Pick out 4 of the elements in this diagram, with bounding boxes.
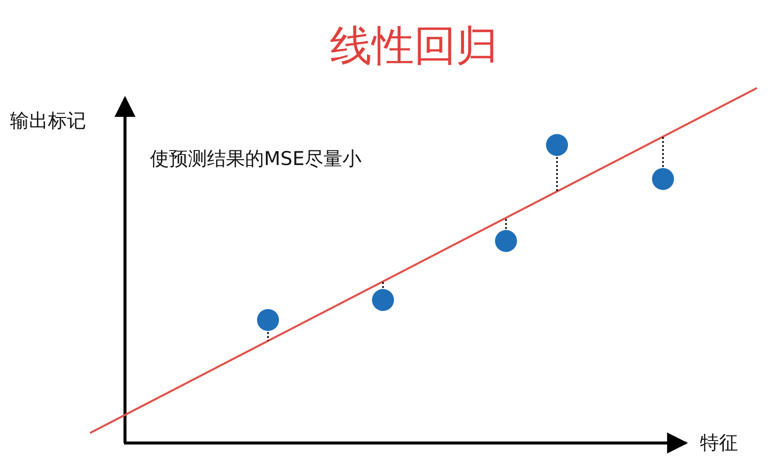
annotation-text: 使预测结果的MSE尽量小 xyxy=(150,147,362,172)
chart-title: 线性回归 xyxy=(330,20,498,72)
axis-label: 特征 xyxy=(700,431,738,456)
axis-label: 输出标记 xyxy=(10,109,86,134)
